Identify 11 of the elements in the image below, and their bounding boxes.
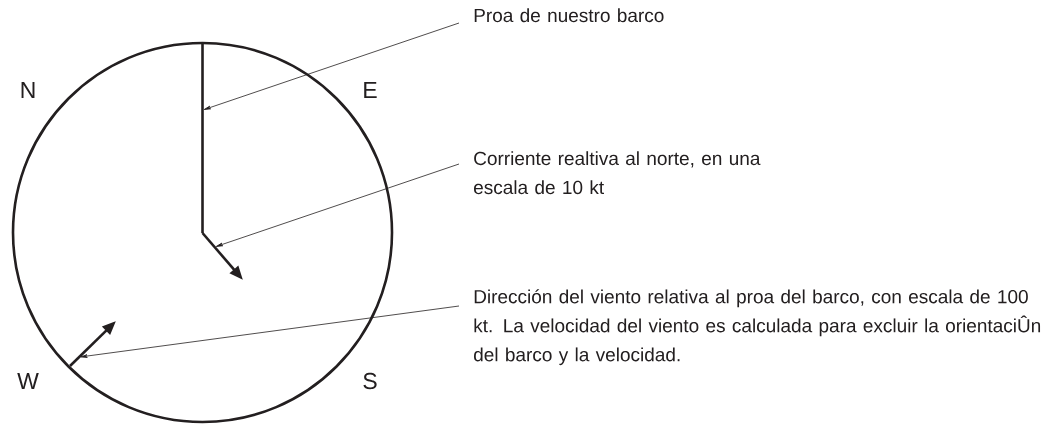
- leader-line: [203, 22, 460, 110]
- compass-letter: E: [364, 82, 377, 98]
- callout-text: Corriente realtiva al norte, en una escala de 10 kt: [474, 151, 761, 195]
- callout-text: Proa de nuestro barco: [474, 8, 664, 23]
- callout-text: Dirección del viento relativa al proa del barco, con escala de 100 kt. La velocidad del viento es calculada para excluir la orientaciÛn del barco y la velocidad.: [474, 289, 1041, 366]
- compass-letter: S: [363, 372, 377, 390]
- compass-letter: N: [21, 82, 35, 98]
- leader-line: [80, 305, 460, 358]
- compass-letter: W: [17, 373, 39, 389]
- leader-line: [215, 163, 460, 247]
- line-segment: [201, 44, 204, 233]
